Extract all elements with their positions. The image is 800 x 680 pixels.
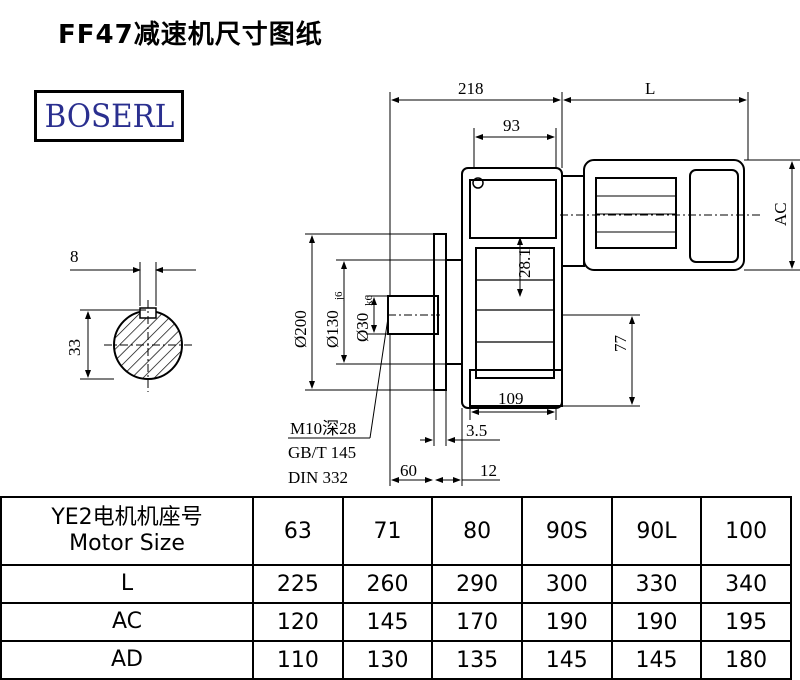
dim-28-1-label: 28.1: [515, 248, 534, 278]
table-cell: 170: [431, 602, 523, 642]
size-cell: 100: [700, 496, 792, 566]
table-cell: 110: [252, 640, 344, 680]
dim-30-tolerance: k6: [363, 295, 375, 307]
dimension-lines: [288, 92, 800, 486]
row-label: L: [0, 564, 254, 604]
table-cell: 300: [520, 564, 613, 604]
dim-130-tolerance: j6: [333, 291, 345, 301]
thread-note: M10深28: [290, 419, 356, 438]
table-cell: 225: [252, 564, 344, 604]
table-row: L 225 260 290 300 330 340: [0, 564, 792, 604]
dim-3-5-label: 3.5: [466, 421, 487, 440]
table-cell: 135: [431, 640, 523, 680]
table-row: AC 120 145 170 190 190 195: [0, 602, 792, 642]
table-cell: 190: [610, 602, 703, 642]
dim-93-label: 93: [503, 116, 520, 135]
table-cell: 330: [610, 564, 703, 604]
dim-130-label: Ø130: [323, 310, 342, 348]
table-cell: 145: [341, 602, 434, 642]
dim-30-label: Ø30: [353, 313, 372, 342]
dim-109-label: 109: [498, 389, 524, 408]
table-cell: 340: [700, 564, 792, 604]
dim-AC-label: AC: [771, 202, 790, 226]
shaft-section: 8 33: [65, 247, 196, 392]
brand-logo: BOSERL: [34, 90, 184, 142]
row-label: AC: [0, 602, 254, 642]
page-title: FF47减速机尺寸图纸: [58, 20, 323, 50]
size-cell: 90S: [520, 496, 613, 566]
table-cell: 145: [610, 640, 703, 680]
table-cell: 180: [700, 640, 792, 680]
dim-60-label: 60: [400, 461, 417, 480]
size-cell: 63: [252, 496, 344, 566]
standard-din: DIN 332: [288, 468, 348, 487]
dim-200-label: Ø200: [291, 310, 310, 348]
shaft-key-dim: 8: [70, 247, 79, 266]
header-label-en: Motor Size: [69, 531, 185, 556]
standard-gb: GB/T 145: [288, 443, 356, 462]
table-cell: 195: [700, 602, 792, 642]
gearbox-drawing: 8 33: [65, 79, 800, 487]
size-cell: 71: [341, 496, 434, 566]
table-cell: 120: [252, 602, 344, 642]
table-cell: 290: [431, 564, 523, 604]
logo-text: BOSERL: [44, 97, 174, 135]
gearbox-body: [387, 159, 760, 409]
dim-12-label: 12: [480, 461, 497, 480]
table-cell: 145: [520, 640, 613, 680]
dim-77-label: 77: [611, 335, 630, 353]
header-label-cell: YE2电机机座号 Motor Size: [0, 496, 254, 566]
table-cell: 190: [520, 602, 613, 642]
table-header-row: YE2电机机座号 Motor Size 63 71 80 90S 90L 100: [0, 496, 792, 566]
row-label: AD: [0, 640, 254, 680]
header-label-cn: YE2电机机座号: [51, 505, 203, 530]
table-row: AD 110 130 135 145 145 180: [0, 640, 792, 680]
table-cell: 130: [341, 640, 434, 680]
shaft-height-dim: 33: [65, 339, 84, 356]
table-cell: 260: [341, 564, 434, 604]
size-cell: 90L: [610, 496, 703, 566]
dim-L-label: L: [645, 79, 655, 98]
size-cell: 80: [431, 496, 523, 566]
motor-size-table: YE2电机机座号 Motor Size 63 71 80 90S 90L 100…: [0, 496, 792, 680]
dim-218-label: 218: [458, 79, 484, 98]
